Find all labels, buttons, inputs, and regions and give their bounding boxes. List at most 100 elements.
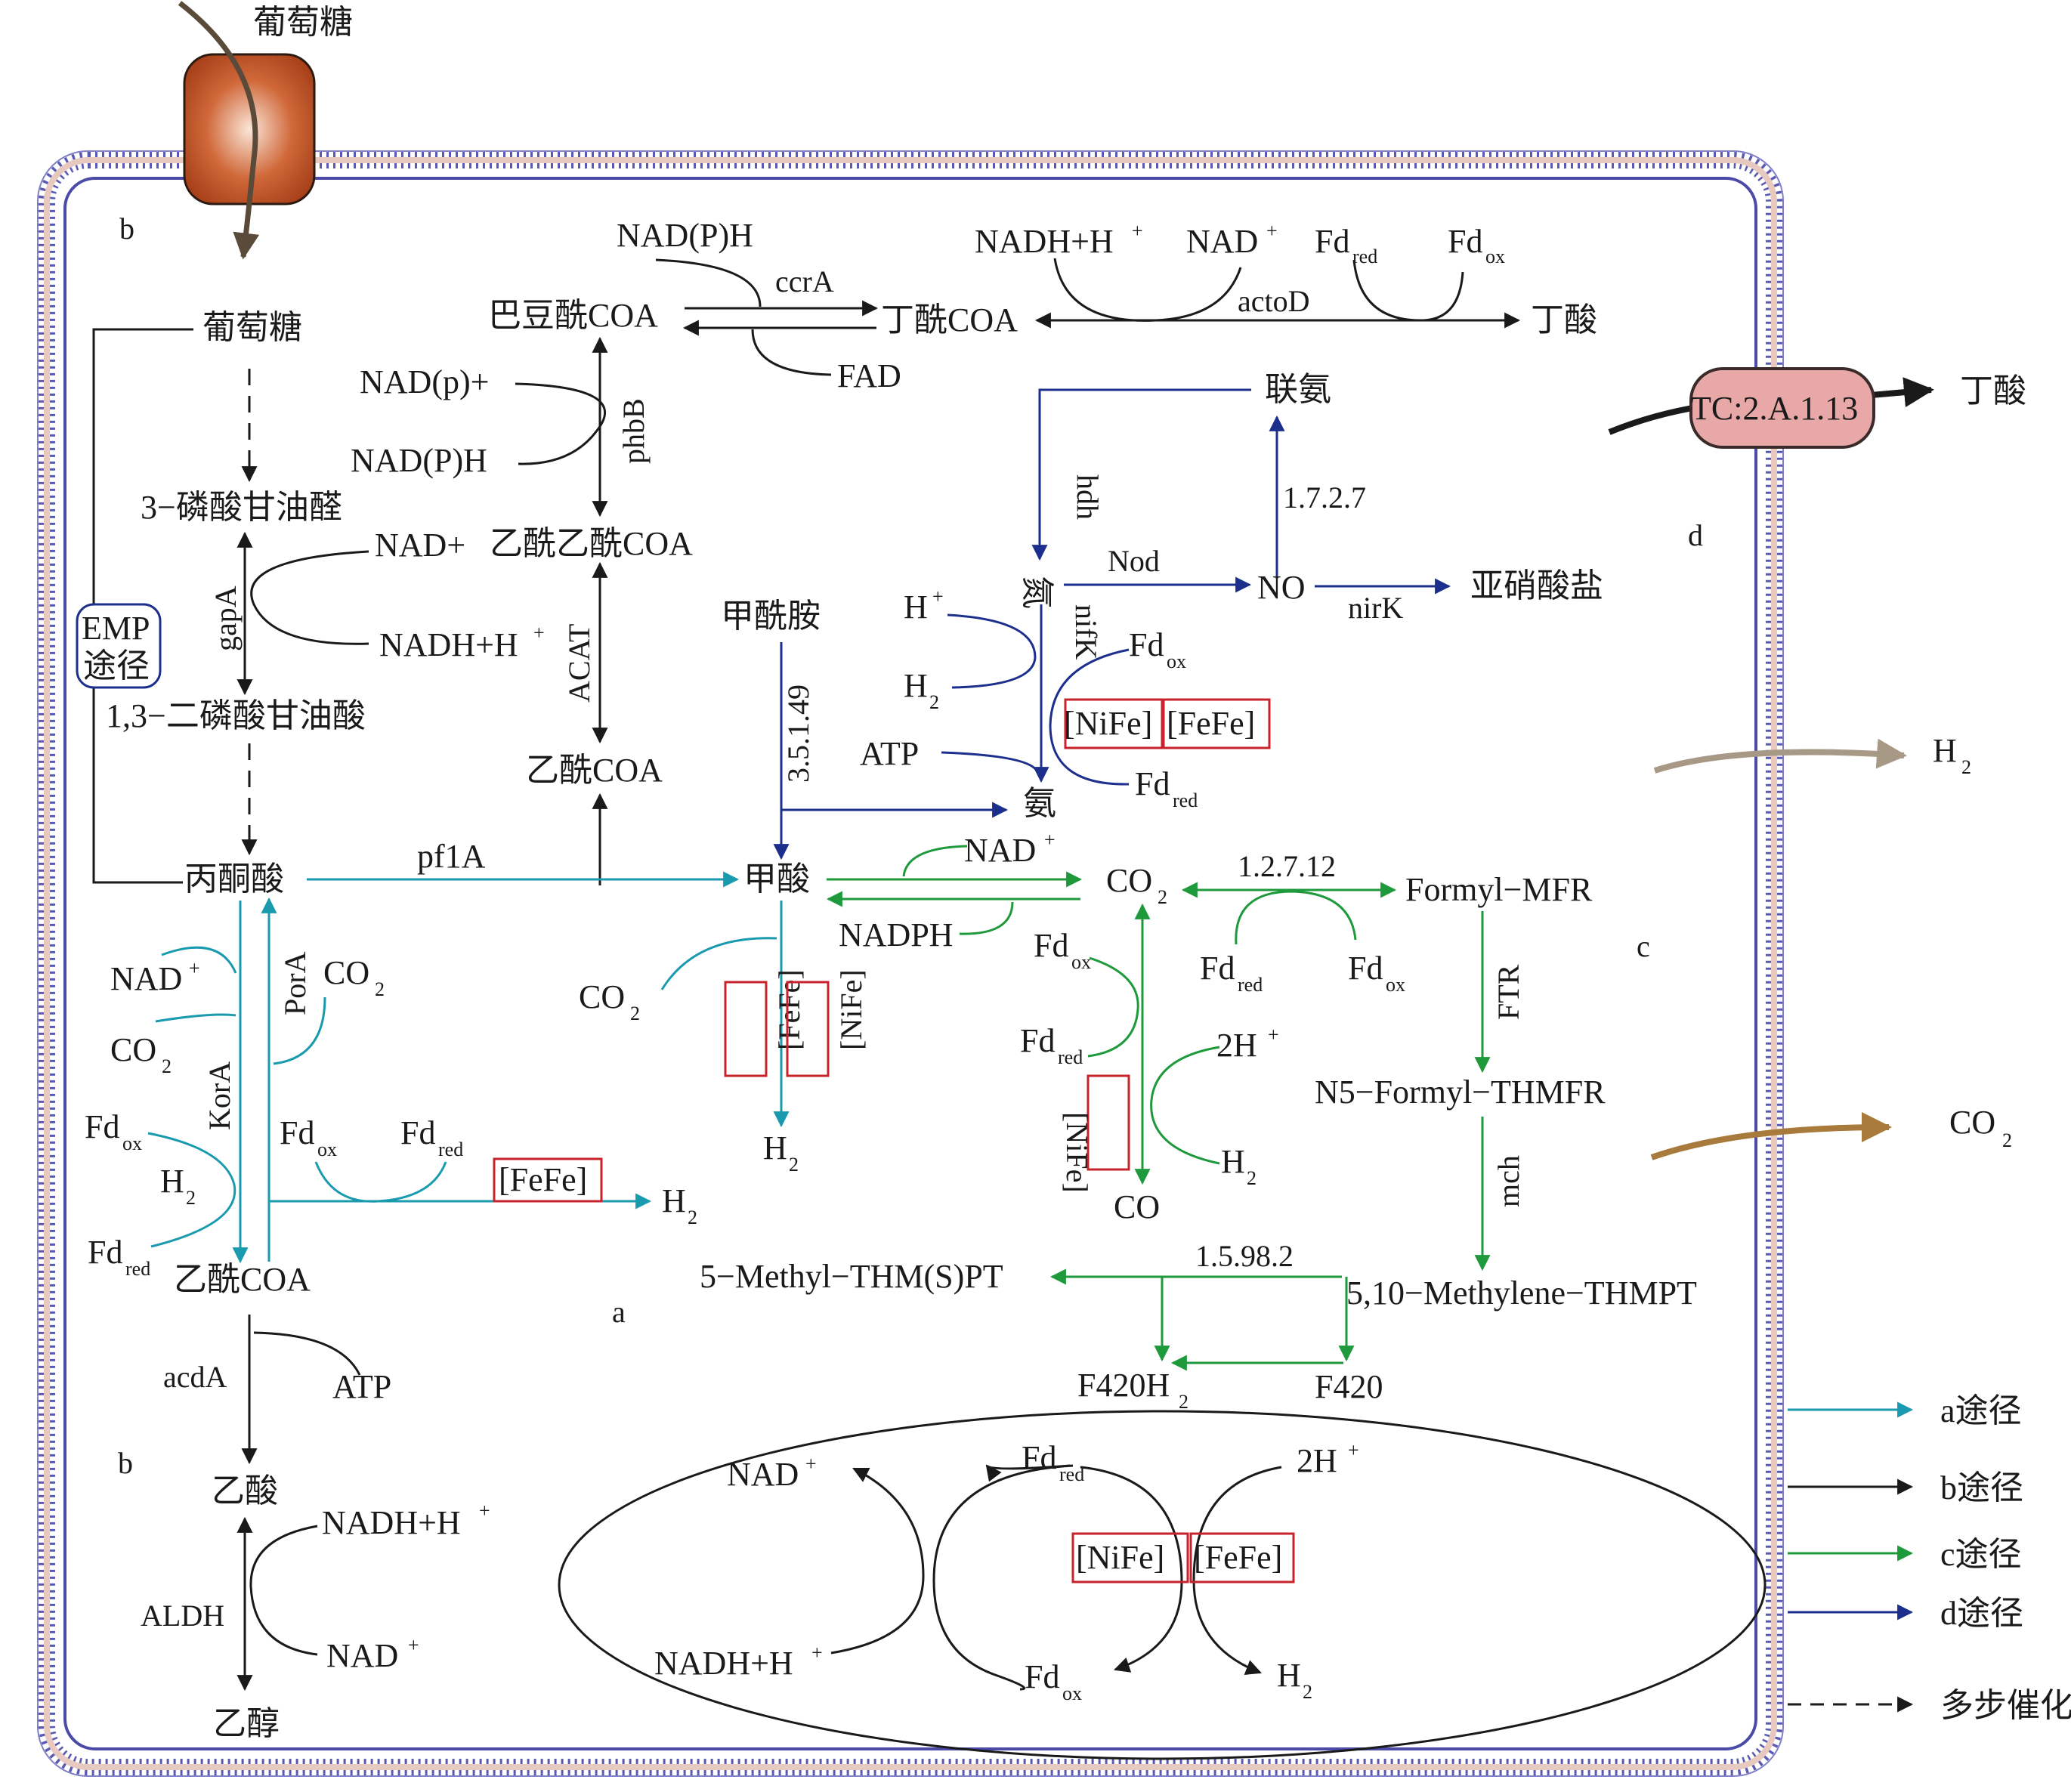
svg-text:CO: CO — [1949, 1104, 1995, 1141]
crotonylcoa-node: 巴豆酰COA — [488, 297, 658, 334]
cofactor-nadh-b: NADH+H — [322, 1504, 461, 1541]
svg-text:+: + — [533, 622, 545, 644]
ec-15982: 1.5.98.2 — [1195, 1239, 1294, 1273]
enzyme-pfla: pf1A — [417, 838, 486, 875]
cofactor-fd-red-a: Fd — [88, 1234, 122, 1271]
ellipse-nife: [NiFe] — [1076, 1539, 1164, 1576]
glucose-transporter: 葡萄糖 — [178, 1, 353, 260]
fefe-enzyme-a: [FeFe] — [499, 1161, 587, 1198]
cofactor-nad-top: NAD — [1186, 223, 1258, 260]
enzyme-actoD: actoD — [1238, 284, 1310, 318]
cofactor-nad-c: NAD — [964, 832, 1036, 869]
svg-text:ox: ox — [317, 1139, 337, 1160]
enzyme-nod: Nod — [1108, 544, 1160, 578]
co2-center-node: CO — [1106, 862, 1152, 899]
cofactor-h2-d: H — [904, 667, 928, 704]
svg-text:2: 2 — [162, 1055, 172, 1077]
h2-formate: H — [763, 1129, 787, 1166]
cofactor-nad-a: NAD — [110, 960, 182, 997]
pyruvate-node: 丙酮酸 — [184, 860, 284, 898]
butyrate-branch: 乙酰COA ACAT 乙酰乙酰COA phbB NAD(p)+ NAD(P)H … — [351, 217, 1597, 885]
svg-text:2: 2 — [1179, 1391, 1189, 1413]
legend-label-4: 多步催化 — [1940, 1687, 2071, 1724]
g3p-node: 3−磷酸甘油醛 — [141, 489, 342, 526]
no-node: NO — [1257, 569, 1306, 606]
cofactor-fad: FAD — [837, 357, 901, 394]
nife-enzyme-d: [NiFe] — [1064, 705, 1152, 742]
cofactor-fd-red-co: Fd — [1020, 1022, 1055, 1059]
ammonia-bottom-node: 氨 — [1023, 785, 1056, 822]
svg-text:2: 2 — [1303, 1681, 1312, 1703]
co-node: CO — [1114, 1188, 1160, 1225]
cofactor-nadh: NADH+H — [379, 626, 518, 663]
ethanol-node: 乙醇 — [213, 1705, 280, 1742]
butyrate-node: 丁酸 — [1531, 301, 1597, 338]
svg-text:ox: ox — [1485, 246, 1505, 267]
external-glucose: 葡萄糖 — [253, 4, 353, 41]
ammonia-top-node: 氮 — [1018, 576, 1056, 609]
svg-text:+: + — [1268, 1024, 1279, 1046]
ellipse-h2: H — [1277, 1657, 1301, 1694]
nife-co-vertical: [NiFe] — [1060, 1112, 1094, 1193]
methylene-thmpt-node: 5,10−Methylene−THMPT — [1346, 1274, 1697, 1312]
transporter-label: TC:2.A.1.13 — [1691, 390, 1858, 427]
svg-text:+: + — [1348, 1439, 1359, 1461]
co2-formate: CO — [579, 978, 625, 1015]
hydrazine-node: 联氨 — [1265, 371, 1331, 408]
ellipse-nadh: NADH+H — [654, 1645, 793, 1682]
butyrate-transporter: TC:2.A.1.13 丁酸 — [1608, 367, 2026, 449]
cofactor-atp-b: ATP — [332, 1368, 391, 1405]
acetate-branch: acdA ATP 乙酸 ALDH NADH+H + NAD + 乙醇 — [141, 1315, 490, 1742]
enzyme-acdA: acdA — [163, 1360, 227, 1394]
cofactor-nadph-lower: NAD(P)H — [351, 442, 487, 479]
h2-export: H 2 — [1653, 732, 1971, 778]
svg-text:red: red — [1058, 1046, 1083, 1068]
pathway-d: 联氨 hdh 1.7.2.7 氮 Nod NO nirK 亚硝酸盐 nifK H… — [721, 371, 1603, 860]
enzyme-nifk: nifK — [1069, 604, 1103, 660]
svg-text:H: H — [1933, 732, 1957, 769]
butyrylcoa-node: 丁酰COA — [881, 301, 1018, 338]
svg-text:2: 2 — [929, 691, 939, 713]
cofactor-h2-a: H — [160, 1163, 184, 1200]
h2-product-a: H — [662, 1182, 686, 1219]
svg-text:2: 2 — [1961, 756, 1971, 778]
enzyme-acat: ACAT — [562, 624, 596, 703]
enzyme-ccrA: ccrA — [775, 264, 834, 298]
hydrogenase-ellipse: NAD + NADH+H + Fd red Fd ox 2H + H 2 [Ni… — [558, 1410, 1767, 1760]
svg-text:+: + — [1132, 220, 1143, 242]
svg-text:2: 2 — [1158, 886, 1167, 908]
region-c: c — [1637, 929, 1650, 963]
region-a: a — [612, 1295, 626, 1329]
ellipse-fefe: [FeFe] — [1194, 1539, 1282, 1576]
ec-1727: 1.7.2.7 — [1283, 480, 1366, 514]
enzyme-kora: KorA — [202, 1061, 236, 1130]
ellipse-2h: 2H — [1297, 1442, 1337, 1479]
svg-text:red: red — [1238, 974, 1263, 996]
svg-text:+: + — [811, 1642, 823, 1664]
enzyme-hdh: hdh — [1071, 474, 1105, 520]
cofactor-fd-ox-c: Fd — [1348, 950, 1383, 987]
svg-text:2: 2 — [186, 1187, 196, 1209]
cofactor-fd-ox-a: Fd — [85, 1108, 119, 1145]
n5-formyl-node: N5−Formyl−THMFR — [1315, 1074, 1606, 1111]
svg-text:2: 2 — [630, 1003, 640, 1024]
acetoacetylcoa-node: 乙酰乙酰COA — [490, 525, 693, 562]
enzyme-ftr: FTR — [1491, 964, 1525, 1020]
region-d: d — [1688, 518, 1703, 552]
legend-label-0: a途径 — [1940, 1392, 2022, 1429]
svg-text:ox: ox — [1062, 1682, 1082, 1704]
svg-text:ox: ox — [1386, 974, 1405, 996]
cofactor-nadp-plus: NAD(p)+ — [360, 363, 489, 400]
co2-export: CO 2 — [1650, 1104, 2012, 1160]
pathway-c: NAD + NADPH CO 2 1.2.7.12 Fd red Fd ox F… — [700, 829, 1697, 1413]
f420h2-node: F420H — [1077, 1367, 1170, 1404]
ec-12712: 1.2.7.12 — [1238, 849, 1336, 883]
cofactor-atp-d: ATP — [860, 735, 919, 772]
cofactor-2h-co: 2H — [1216, 1027, 1257, 1064]
ellipse-nad: NAD — [727, 1456, 799, 1493]
cofactor-fd-ox-mid: Fd — [280, 1114, 314, 1151]
cofactor-fd-red-top: Fd — [1315, 223, 1349, 260]
methyl-thmspt-node: 5−Methyl−THM(S)PT — [700, 1258, 1003, 1295]
